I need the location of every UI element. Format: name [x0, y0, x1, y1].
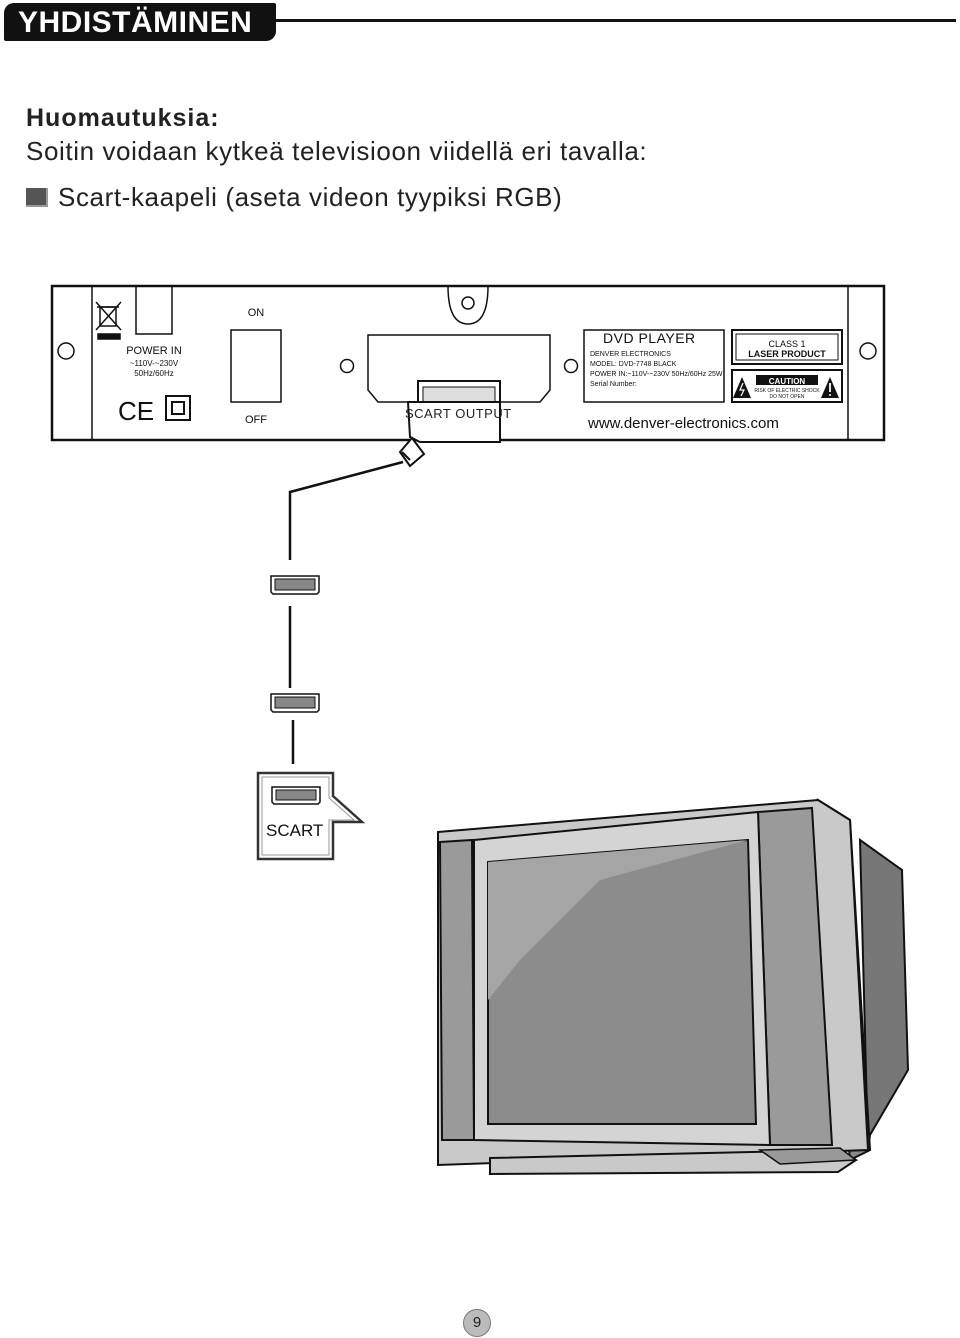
- header-rule: [276, 19, 956, 22]
- exclamation-warning-icon: [821, 377, 839, 398]
- scart-callout-label: SCART: [266, 821, 323, 840]
- bullet-text: Scart-kaapeli (aseta videon tyypiksi RGB…: [58, 182, 563, 212]
- device-title: DVD PLAYER: [603, 330, 696, 346]
- caution-band: [756, 375, 818, 385]
- switch-on-label: ON: [248, 307, 265, 319]
- switch-off-label: OFF: [245, 414, 267, 426]
- scart-output-label: SCART OUTPUT: [405, 406, 512, 421]
- power-voltage-label: ~110V-~230V: [130, 359, 179, 368]
- notes-title: Huomautuksia:: [26, 104, 220, 132]
- weee-bin-icon: [95, 301, 122, 340]
- page-number: 9: [463, 1309, 491, 1337]
- ce-mark-icon: CE: [118, 396, 154, 426]
- power-in-label: POWER IN: [126, 345, 182, 357]
- lightning-warning-icon: [733, 377, 751, 398]
- scart-plug-icon: [398, 380, 501, 468]
- section-title: YHDISTÄMINEN: [4, 3, 276, 41]
- bullet-item: Scart-kaapeli (aseta videon tyypiksi RGB…: [26, 182, 562, 213]
- caution-title: CAUTION: [769, 377, 806, 386]
- serial-label: Serial Number:: [590, 381, 637, 388]
- caution-line1: RISK OF ELECTRIC SHOCK: [754, 388, 820, 394]
- notes-intro: Soitin voidaan kytkeä televisioon viidel…: [26, 136, 648, 166]
- model-label: MODEL: DVD-7748 BLACK: [590, 361, 677, 368]
- caution-line2: DO NOT OPEN: [770, 394, 805, 400]
- website-label: www.denver-electronics.com: [587, 415, 779, 432]
- bullet-square-icon: [26, 188, 48, 207]
- scart-callout: [256, 771, 366, 861]
- laser-product-label: LASER PRODUCT: [748, 349, 826, 359]
- scart-cable: [288, 460, 404, 764]
- power-spec-label: POWER IN:~110V-~230V 50Hz/60Hz 25W: [590, 371, 723, 378]
- brand-label: DENVER ELECTRONICS: [590, 351, 671, 358]
- scart-connector-top: [270, 575, 320, 595]
- class-label: CLASS 1: [768, 339, 805, 349]
- double-insulation-icon: [165, 395, 191, 421]
- television-icon: [437, 798, 910, 1176]
- scart-connector-middle: [270, 693, 320, 713]
- power-freq-label: 50Hz/60Hz: [134, 369, 174, 378]
